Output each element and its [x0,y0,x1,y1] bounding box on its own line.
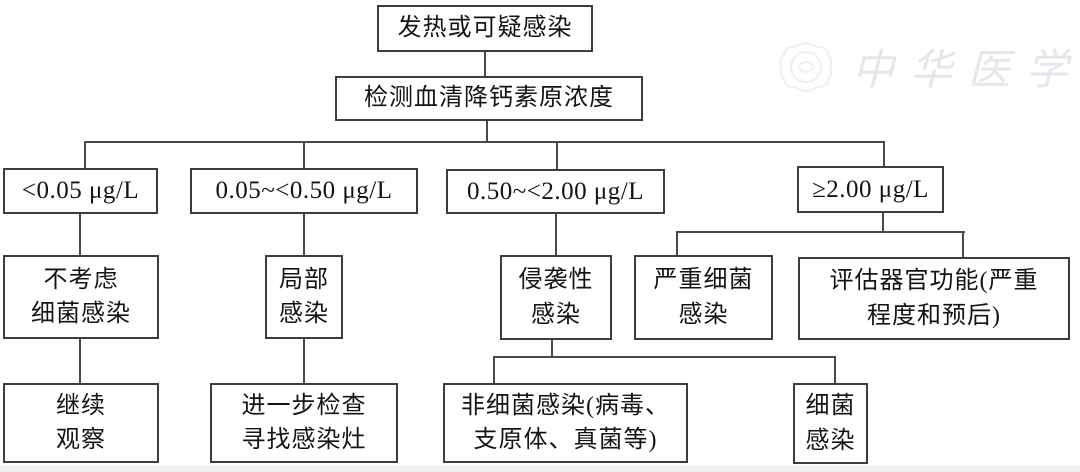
node-further-exam-find-focus: 进一步检查 寻找感染灶 [210,383,398,463]
watermark-text: 中华医学会 [852,48,1080,94]
node-range-0-05-to-0-50: 0.05~<0.50 μg/L [190,168,418,214]
node-non-bacterial-infection: 非细菌感染(病毒、 支原体、真菌等) [443,383,688,463]
connector-to-bacterial [834,356,836,383]
connector-fever-to-test [484,52,486,76]
node-local-infection: 局部 感染 [265,255,343,339]
connector-test-to-branchbar [486,121,488,141]
connector-to-nonbacterial [493,356,495,383]
node-range-gte-2-00: ≥2.00 μg/L [797,166,944,213]
node-continue-observation: 继续 观察 [3,383,159,463]
connector-range3-to-invasive [555,214,557,255]
connector-to-assessorgan [962,231,964,257]
connector-to-range4 [883,141,885,166]
node-test-serum-procalcitonin: 检测血清降钙素原浓度 [335,76,643,121]
connector-branchbar-invasive [493,356,836,358]
node-range-lt-0-05: <0.05 μg/L [3,168,158,214]
connector-nobacterial-to-continue [79,339,81,383]
connector-range4-to-branchbar2 [882,213,884,233]
connector-to-severebacterial [676,231,678,255]
connector-to-range2 [303,141,305,168]
connector-to-range1 [84,141,86,168]
connector-range1-to-nobacterial [79,214,81,255]
connector-range2-to-local [303,214,305,255]
node-assess-organ-function: 评估器官功能(严重 程度和预后) [798,257,1070,340]
connector-branchbar-level1 [84,141,885,143]
connector-branchbar-range4 [676,231,965,233]
scan-shadow-artifact [0,465,1080,472]
watermark: 中华医学会 [778,36,1080,97]
connector-invasive-to-branchbar3 [551,340,553,357]
node-no-bacterial-infection-considered: 不考虑 细菌感染 [3,255,159,339]
connector-local-to-furtherexam [303,339,305,383]
node-fever-or-suspected-infection: 发热或可疑感染 [377,5,593,52]
connector-to-range3 [556,141,558,169]
node-severe-bacterial-infection: 严重细菌 感染 [634,255,773,340]
node-range-0-50-to-2-00: 0.50~<2.00 μg/L [446,169,665,214]
medical-association-seal-icon [779,41,833,92]
node-invasive-infection: 侵袭性 感染 [500,255,612,340]
node-bacterial-infection: 细菌 感染 [793,383,868,464]
